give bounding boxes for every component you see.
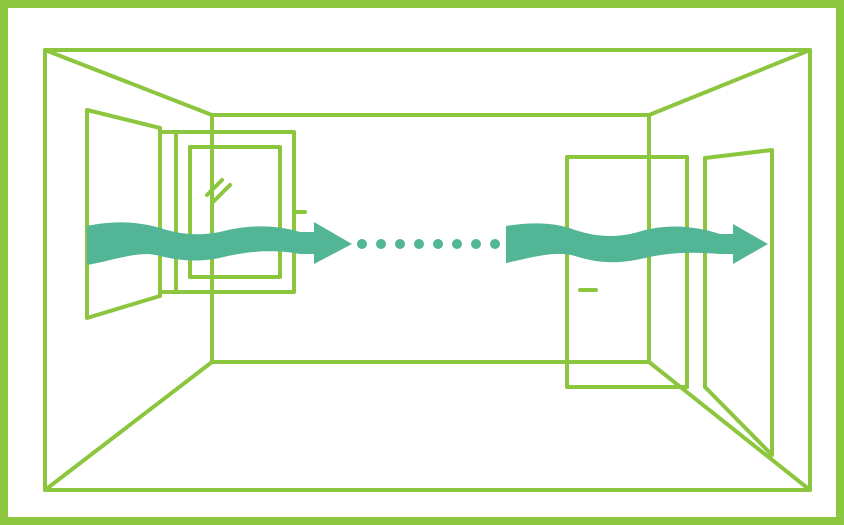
glass-reflection-1 <box>205 178 224 197</box>
ceiling-edge-left <box>43 48 214 117</box>
window-sash-open <box>85 108 162 320</box>
ceiling-edge-right <box>647 48 812 117</box>
open-door-icon <box>565 148 774 457</box>
air-dot <box>452 239 462 249</box>
air-dot <box>490 239 500 249</box>
air-dot <box>414 239 424 249</box>
room-front-frame <box>43 48 812 492</box>
air-dot <box>471 239 481 249</box>
air-dot <box>376 239 386 249</box>
air-dot <box>433 239 443 249</box>
airflow-in-arrow <box>87 222 352 265</box>
door-leaf-open <box>703 148 774 457</box>
dotted-path-icon <box>357 239 500 249</box>
door-frame <box>565 155 689 389</box>
airflow-out-arrow <box>506 223 768 264</box>
air-dot <box>357 239 367 249</box>
window-glass <box>188 145 282 279</box>
open-window-icon <box>85 108 307 320</box>
window-frame <box>158 130 296 294</box>
floor-edge-right <box>647 360 812 492</box>
air-dot <box>395 239 405 249</box>
floor-edge-left <box>43 360 214 492</box>
glass-reflection-2 <box>210 183 232 205</box>
